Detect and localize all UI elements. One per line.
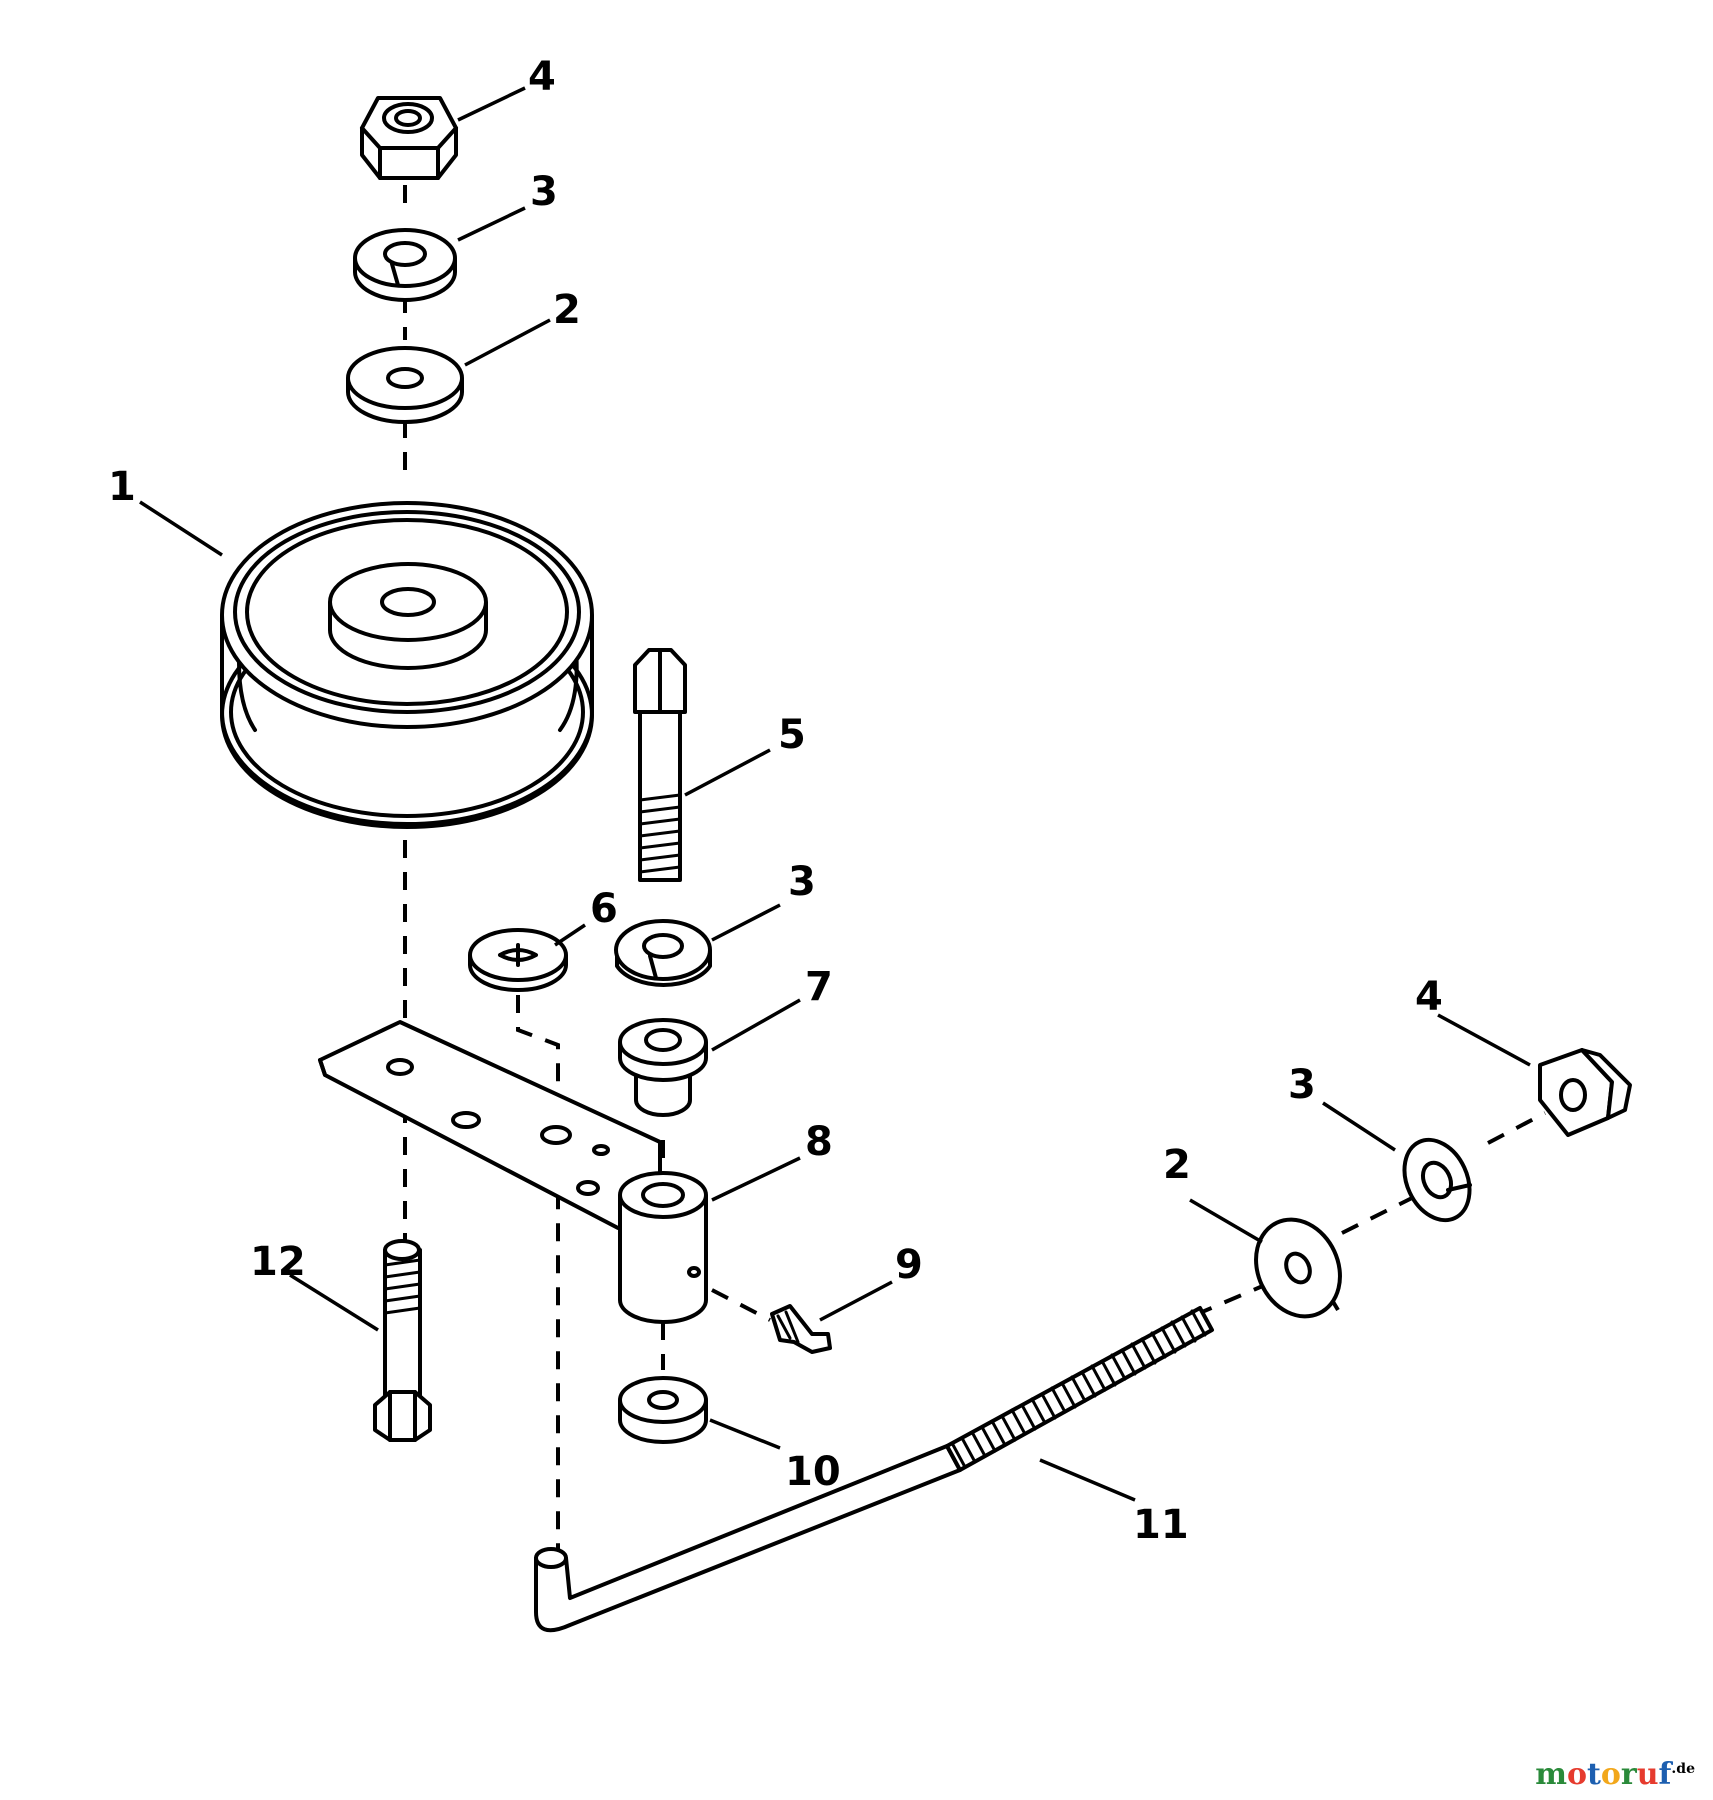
lock-washer-right [1402,1137,1472,1223]
callout-spacer: 10 [785,1449,841,1495]
bolt-bottom [373,1239,432,1442]
callout-bolt-top: 5 [778,712,806,758]
callout-pulley: 1 [108,464,136,510]
callout-bushing: 7 [805,964,833,1010]
grease-fitting [770,1304,832,1354]
leader-lines [139,86,1531,1502]
adjusting-rod [534,1306,1214,1633]
lock-washer-mid [614,919,712,987]
callout-disc: 6 [590,886,618,932]
callout-nut-right: 4 [1415,974,1443,1020]
callout-labels: 1 2 3 4 5 6 3 7 8 9 10 11 12 2 3 4 [108,54,1443,1548]
callout-grease-fitting: 9 [895,1242,923,1288]
arm [318,1020,708,1324]
watermark-logo: motoruf.de [1535,1757,1695,1792]
nut-right [1538,1048,1632,1137]
watermark-text: motoruf [1535,1757,1672,1792]
flat-washer-right [1254,1217,1342,1319]
callout-flat-washer-right: 2 [1163,1142,1191,1188]
assembly-lines [403,185,1546,1555]
flat-washer-top [346,346,464,424]
bushing [618,1018,708,1117]
callout-lock-washer-right: 3 [1288,1062,1316,1108]
callout-flat-washer-top: 2 [553,287,581,333]
callout-lock-washer-top: 3 [530,169,558,215]
callout-arm: 8 [805,1119,833,1165]
nut-top [360,96,458,180]
watermark-suffix: .de [1671,1761,1695,1777]
lock-washer-top [353,228,457,302]
callout-lock-washer-mid: 3 [788,859,816,905]
callout-bolt-bottom: 12 [250,1239,306,1285]
callout-rod: 11 [1133,1502,1189,1548]
disc [468,928,568,992]
pulley [220,501,594,829]
bolt-top [633,648,687,882]
spacer [618,1376,708,1444]
callout-nut-top: 4 [528,54,556,100]
